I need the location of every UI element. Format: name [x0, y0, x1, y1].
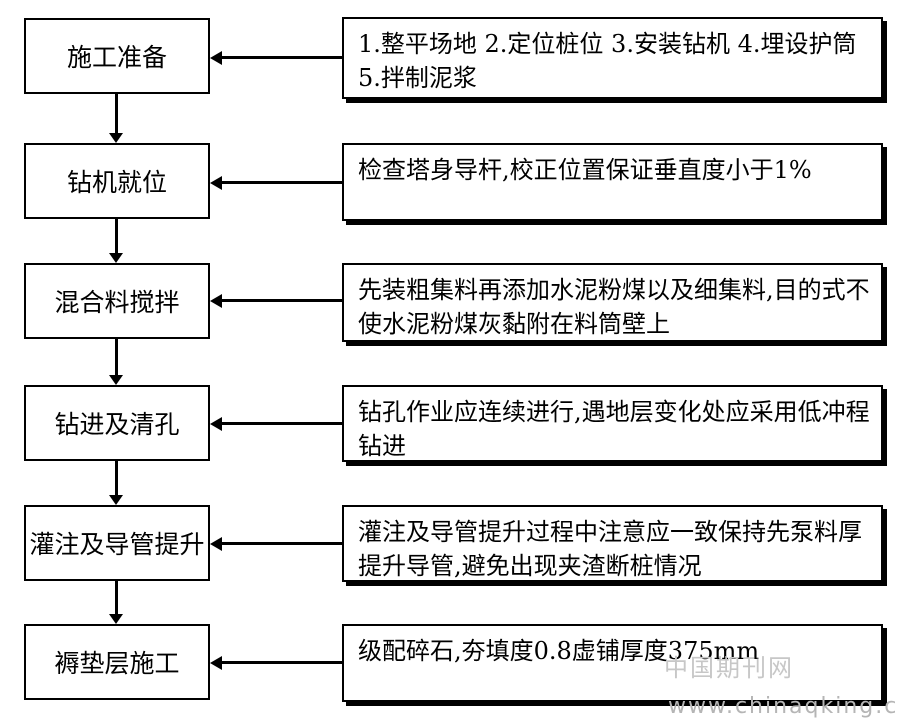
flow-arrow-down [109, 94, 123, 143]
flow-arrow-down [109, 339, 123, 385]
note-box-1: 1.整平场地 2.定位桩位 3.安装钻机 4.埋设护筒 5.拌制泥浆 [342, 17, 883, 99]
note-arrow-left [210, 417, 342, 431]
step-box-1: 施工准备 [24, 18, 210, 94]
note-arrow-left [210, 176, 342, 190]
step-box-3: 混合料搅拌 [24, 263, 210, 339]
note-text: 先装粗集料再添加水泥粉煤以及细集料,目的式不使水泥粉煤灰黏附在料筒壁上 [358, 276, 870, 338]
note-box-6: 级配碎石,夯填度0.8虚铺厚度375mm [342, 624, 883, 702]
step-box-4: 钻进及清孔 [24, 385, 210, 461]
step-label: 钻机就位 [66, 168, 167, 197]
step-box-2: 钻机就位 [24, 143, 210, 219]
flow-arrow-down [109, 219, 123, 263]
note-box-2: 检查塔身导杆,校正位置保证垂直度小于1% [342, 143, 883, 221]
step-box-6: 褥垫层施工 [24, 624, 210, 700]
step-label: 褥垫层施工 [54, 649, 180, 678]
note-text: 灌注及导管提升过程中注意应一致保持先泵料厚提升导管,避免出现夹渣断桩情况 [358, 518, 862, 580]
step-label: 施工准备 [66, 43, 167, 72]
note-text: 检查塔身导杆,校正位置保证垂直度小于1% [358, 156, 812, 184]
step-label: 混合料搅拌 [54, 288, 180, 317]
note-box-5: 灌注及导管提升过程中注意应一致保持先泵料厚提升导管,避免出现夹渣断桩情况 [342, 505, 883, 582]
watermark-text: 中国期刊网 [664, 654, 794, 682]
step-box-5: 灌注及导管提升 [24, 505, 210, 581]
note-arrow-left [210, 294, 342, 308]
note-arrow-left [210, 537, 342, 551]
note-text: 1.整平场地 2.定位桩位 3.安装钻机 4.埋设护筒 5.拌制泥浆 [358, 30, 857, 92]
step-label: 钻进及清孔 [54, 410, 180, 439]
note-box-4: 钻孔作业应连续进行,遇地层变化处应采用低冲程钻进 [342, 385, 883, 462]
note-arrow-left [210, 656, 342, 670]
flow-arrow-down [109, 581, 123, 624]
note-box-3: 先装粗集料再添加水泥粉煤以及细集料,目的式不使水泥粉煤灰黏附在料筒壁上 [342, 263, 883, 342]
step-label: 灌注及导管提升 [29, 530, 205, 559]
note-text: 钻孔作业应连续进行,遇地层变化处应采用低冲程钻进 [358, 398, 870, 460]
flow-arrow-down [109, 461, 123, 505]
watermark-url: www.chinaqking.com [668, 694, 897, 719]
note-text: 级配碎石,夯填度0.8虚铺厚度375mm [358, 637, 760, 665]
note-arrow-left [210, 51, 342, 65]
